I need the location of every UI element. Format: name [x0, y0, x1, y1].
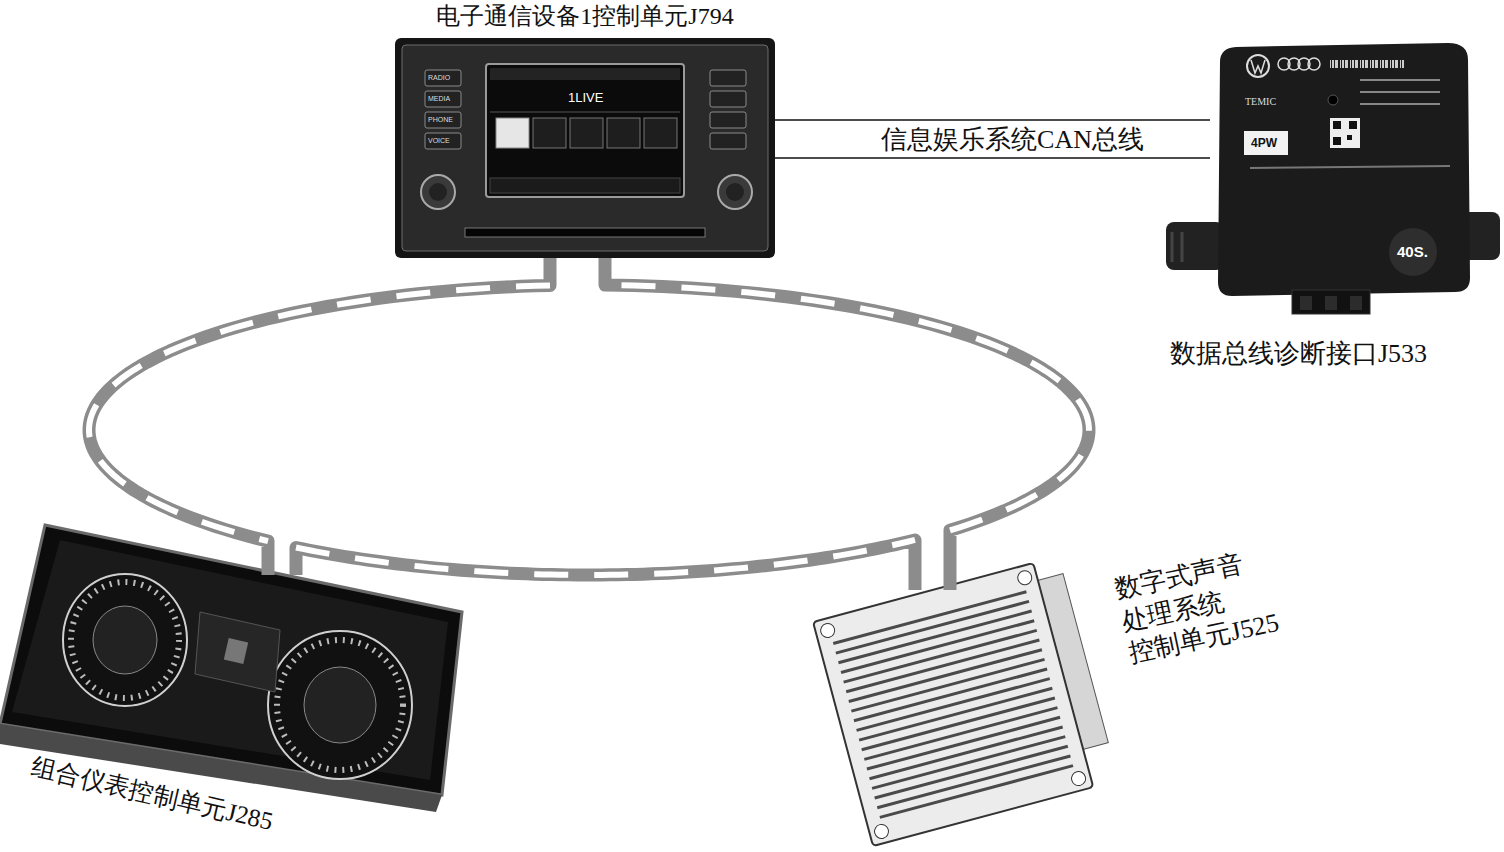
bus-wire	[775, 157, 1210, 159]
ring-dash	[296, 540, 915, 575]
radio-unit	[395, 38, 775, 258]
device-label: 数字式声音 处理系统 控制单元J525	[1112, 539, 1300, 670]
ring-dash	[605, 285, 1089, 530]
device-label: 数据总线诊断接口J533	[1170, 338, 1427, 369]
device-node: 数据总线诊断接口J533	[1210, 42, 1500, 310]
panel-marking: TEMIC	[1245, 97, 1276, 107]
device-node: 组合仪表控制单元J285	[0, 575, 460, 790]
panel-marking: VOICE	[428, 137, 450, 144]
panel-marking: 40S.	[1397, 244, 1428, 259]
panel-marking: 4PW	[1251, 137, 1277, 149]
can-bus-line	[775, 119, 1210, 121]
edge-label: 信息娱乐系统CAN总线	[877, 124, 1148, 155]
panel-marking: PHONE	[428, 116, 453, 123]
gateway-module	[1166, 43, 1500, 314]
most-ring-segment	[89, 258, 550, 575]
amplifier-module	[813, 556, 1118, 846]
device-node: 电子通信设备1控制单元J794	[395, 38, 775, 258]
panel-marking: RADIO	[428, 74, 450, 81]
panel-marking: MEDIA	[428, 95, 450, 102]
device-label: 电子通信设备1控制单元J794	[335, 2, 835, 31]
ring-dash	[89, 285, 550, 541]
device-node: 数字式声音 处理系统 控制单元J525	[805, 590, 1115, 852]
most-ring-segment	[605, 258, 1089, 590]
panel-marking: 1LIVE	[568, 91, 603, 104]
device-label: 组合仪表控制单元J285	[28, 752, 276, 837]
most-ring-segment	[296, 540, 915, 590]
